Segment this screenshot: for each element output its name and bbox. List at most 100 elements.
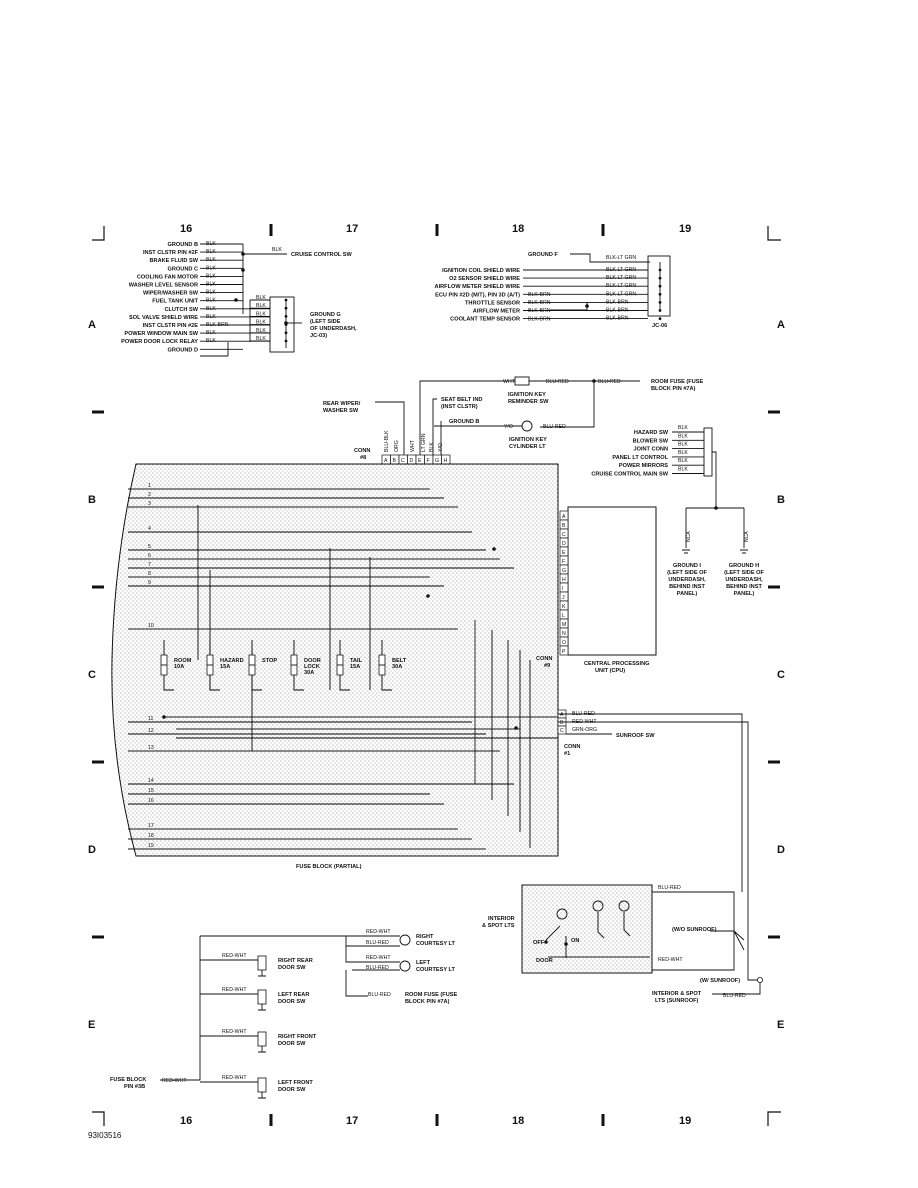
- row-label: B: [777, 494, 785, 506]
- svg-text:RIGHT: RIGHT: [416, 934, 434, 940]
- cpu-title: CENTRAL PROCESSING: [584, 661, 649, 667]
- fuse-pin-number: 18: [148, 833, 154, 839]
- fuse-block-title: FUSE BLOCK (PARTIAL): [296, 864, 362, 870]
- fuse-name: ROOM: [174, 658, 192, 664]
- svg-text:CONN: CONN: [564, 744, 580, 750]
- pin-letter: C: [560, 728, 564, 734]
- reminder-sw-label: IGNITION KEY: [508, 392, 546, 398]
- svg-text:BLU-RED: BLU-RED: [658, 885, 681, 891]
- splice-label: AIRFLOW METER: [473, 309, 520, 315]
- pin-letter: L: [562, 613, 565, 619]
- col-label: 16: [180, 223, 192, 235]
- row-label: B: [88, 494, 96, 506]
- svg-text:BLOCK PIN #7A): BLOCK PIN #7A): [651, 386, 696, 392]
- pin-letter: O: [562, 640, 566, 646]
- svg-text:ON: ON: [571, 938, 579, 944]
- wire-color: BLK: [272, 247, 282, 253]
- svg-text:COURTESY LT: COURTESY LT: [416, 967, 456, 973]
- fuse-pin-number: 13: [148, 745, 154, 751]
- wire-color: BLK-BRN: [528, 316, 551, 322]
- fuse-pin-number: 4: [148, 526, 151, 532]
- door-switch-icon: [257, 1031, 267, 1047]
- splice-dot: [492, 547, 496, 551]
- ground-label: BEHIND INST: [726, 584, 762, 590]
- pin-letter: B: [393, 458, 397, 464]
- splice-label: GROUND D: [168, 347, 198, 353]
- wire: [258, 1046, 266, 1053]
- svg-text:INTERIOR & SPOT: INTERIOR & SPOT: [652, 991, 702, 997]
- splice-label: POWER WINDOW MAIN SW: [124, 331, 198, 337]
- splice-dot: [162, 715, 166, 719]
- pin-letter: N: [562, 631, 566, 637]
- svg-text:(W/O SUNROOF): (W/O SUNROOF): [672, 927, 717, 933]
- svg-text:#8: #8: [360, 455, 366, 461]
- splice-label: O2 SENSOR SHIELD WIRE: [449, 276, 520, 282]
- svg-text:ROOM FUSE (FUSE: ROOM FUSE (FUSE: [651, 379, 703, 385]
- door-switch-label: LEFT REAR: [278, 992, 309, 998]
- fuse-rating: 15A: [220, 664, 230, 670]
- interior-spot-lights: INTERIOR & SPOT LTS OFF ON DOOR BLU-RED …: [482, 713, 764, 1004]
- splice-label: CLUTCH SW: [164, 307, 198, 313]
- splice-label: WIPER/WASHER SW: [143, 291, 199, 297]
- wire-color: BLK: [256, 320, 266, 326]
- pin-letter: D: [562, 541, 566, 547]
- fuse-pin-number: 14: [148, 778, 154, 784]
- svg-text:BLU-RED: BLU-RED: [366, 965, 389, 971]
- splice-dot: [426, 594, 430, 598]
- figure-id: 93I03516: [88, 1131, 122, 1140]
- svg-text:Y/O: Y/O: [504, 424, 513, 430]
- svg-text:BLU-RED: BLU-RED: [723, 993, 746, 999]
- seat-belt-label: SEAT BELT IND: [441, 397, 482, 403]
- svg-text:RED-WHT: RED-WHT: [162, 1078, 187, 1084]
- pin-letter: H: [444, 458, 448, 464]
- fuse-pin-number: 1: [148, 483, 151, 489]
- svg-text:CONN: CONN: [536, 656, 552, 662]
- fuse-rating: 15A: [350, 664, 360, 670]
- fuse-pin-number: 16: [148, 798, 154, 804]
- connector-label: JC-06: [652, 323, 667, 329]
- wire-color: BLK: [678, 450, 688, 456]
- pin-letter: M: [562, 622, 566, 628]
- wire-color: BLK-BRN: [528, 292, 551, 298]
- fuse-pin-number: 17: [148, 823, 154, 829]
- svg-text:#9: #9: [544, 663, 550, 669]
- door-switches: RED-WHT BLU-RED RIGHT COURTESY LT RED-WH…: [110, 929, 457, 1099]
- wire: [200, 300, 251, 357]
- pin-letter: H: [562, 577, 566, 583]
- wire-color: BLK: [429, 442, 435, 452]
- splice-label: WASHER LEVEL SENSOR: [129, 283, 198, 289]
- fuse-pin-number: 5: [148, 544, 151, 550]
- splice-label: ECU PIN #2D (M/T), PIN 3D (A/T): [435, 292, 520, 298]
- wire: [258, 970, 266, 977]
- fuse-rating: 10A: [174, 664, 184, 670]
- svg-text:BLU-RED: BLU-RED: [368, 992, 391, 998]
- conn8-label: CONN: [354, 448, 370, 454]
- fuse-rating: 30A: [304, 670, 314, 676]
- wire-color: BLK: [678, 458, 688, 464]
- col-label: 18: [512, 223, 524, 235]
- fuse-pin-number: 7: [148, 562, 151, 568]
- splice-label: FUEL TANK UNIT: [152, 299, 198, 305]
- row-label: C: [88, 669, 96, 681]
- fuse-pin-number: 10: [148, 623, 154, 629]
- ground-label: UNDERDASH,: [725, 577, 763, 583]
- pin-letter: B: [562, 523, 566, 529]
- fuse-name: LOCK: [304, 664, 320, 670]
- pin-letter: F: [562, 559, 565, 565]
- pin-letter: D: [410, 458, 414, 464]
- svg-text:WASHER SW: WASHER SW: [323, 408, 359, 414]
- fuse-name: STOP: [262, 658, 277, 664]
- ground-label: PANEL): [677, 591, 698, 597]
- fuse-name: BELT: [392, 658, 407, 664]
- splice-label: BRAKE FLUID SW: [150, 258, 199, 264]
- door-switch-icon: [257, 1077, 267, 1093]
- splice-label: COOLING FAN MOTOR: [137, 274, 198, 280]
- splice-label: SOL VALVE SHIELD WIRE: [129, 315, 198, 321]
- svg-text:UNIT (CPU): UNIT (CPU): [595, 668, 625, 674]
- pin-letter: A: [384, 458, 388, 464]
- door-switch-label: RIGHT FRONT: [278, 1034, 317, 1040]
- svg-text:NCA: NCA: [686, 531, 692, 542]
- cpu-pin: [559, 645, 569, 656]
